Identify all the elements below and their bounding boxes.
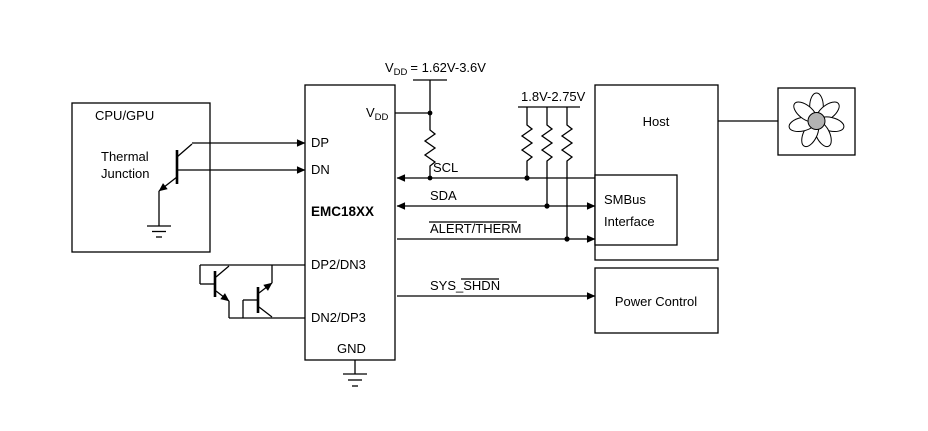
scl-pullup-resistor	[520, 107, 534, 178]
chip-pin-dn-label: DN	[311, 162, 330, 177]
chip-pin-dp-label: DP	[311, 135, 329, 150]
vdd-supply: VDD= 1.62V-3.6V	[385, 60, 486, 181]
cpu-gpu-title: CPU/GPU	[95, 108, 154, 123]
chip-pin-dn2-dp3-label: DN2/DP3	[311, 310, 366, 325]
external-thermal-transistors	[199, 264, 305, 319]
thermal-transistor-q3	[242, 265, 273, 318]
chip-pin-vdd-label: VDD	[366, 105, 389, 123]
scl-label: SCL	[433, 160, 458, 175]
thermal-junction-transistor	[158, 143, 193, 226]
chip-name: EMC18XX	[311, 204, 374, 219]
ground-symbol-chip	[343, 360, 367, 387]
smbus-label-line2: Interface	[604, 214, 655, 229]
alert-pullup-resistor	[560, 107, 574, 239]
remote-diode-wires	[178, 139, 306, 174]
sys-shdn-label: SYS_SHDN	[430, 278, 500, 293]
fan-block	[718, 87, 856, 156]
vdd-pullup-resistor	[423, 113, 437, 178]
thermal-junction-label-line2: Junction	[101, 166, 149, 181]
ground-symbol-cpu	[147, 225, 171, 238]
thermal-transistor-q2	[199, 265, 230, 318]
cpu-gpu-block: CPU/GPU Thermal Junction	[71, 102, 211, 253]
thermal-junction-label-line1: Thermal	[101, 149, 149, 164]
pullup-voltage-label: 1.8V-2.75V	[521, 89, 586, 104]
host-block: Host SMBus Interface	[594, 84, 719, 261]
emc18xx-chip: VDD DP DN EMC18XX DP2/DN3 DN2/DP3 GND	[304, 84, 396, 361]
power-control-box	[594, 267, 719, 334]
smbus-interface-box	[594, 174, 678, 246]
fan-icon	[788, 92, 845, 148]
pullup-supply: 1.8V-2.75V	[518, 89, 586, 242]
sda-label: SDA	[430, 188, 457, 203]
alert-therm-label: ALERT/THERM	[430, 221, 522, 236]
chip-pin-dp2-dn3-label: DP2/DN3	[311, 257, 366, 272]
host-title: Host	[643, 114, 670, 129]
junction-dot	[427, 110, 433, 116]
fan-hub	[807, 112, 826, 130]
smbus-label-line1: SMBus	[604, 192, 646, 207]
chip-box	[304, 84, 396, 361]
vdd-supply-label: VDD= 1.62V-3.6V	[385, 60, 486, 78]
power-control-title: Power Control	[615, 294, 697, 309]
sda-pullup-resistor	[540, 107, 554, 206]
chip-pin-gnd-label: GND	[337, 341, 366, 356]
power-control-block: Power Control	[594, 267, 719, 334]
smbus-signals: SCL SDA ALERT/THERM SYS_SHDN	[396, 160, 596, 300]
cpu-gpu-box	[71, 102, 211, 253]
